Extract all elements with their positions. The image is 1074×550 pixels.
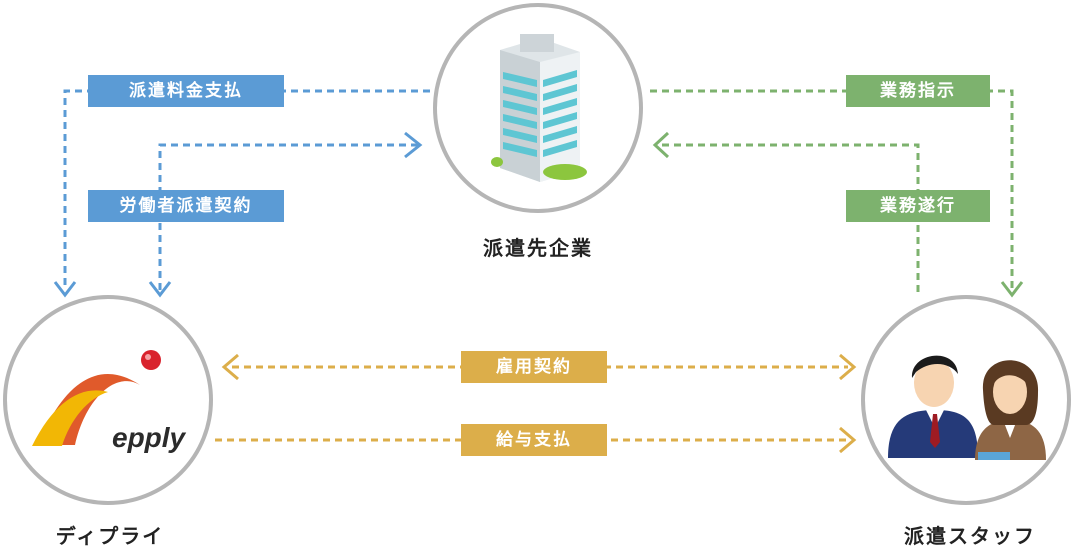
- staff-circle: [861, 295, 1071, 505]
- contract-arrow: [158, 143, 418, 290]
- fee-payment-tag: 派遣料金支払: [88, 75, 284, 107]
- dispatcher-label: ディプライ: [55, 524, 165, 548]
- salary-payment-tag: 給与支払: [461, 424, 607, 456]
- contract-arrowhead-down: [148, 281, 172, 298]
- logo-text: epply: [112, 422, 187, 453]
- company-label: 派遣先企業: [483, 236, 593, 260]
- work-instruction-arrow: [650, 89, 1014, 290]
- salary-arrowhead-right: [839, 426, 857, 454]
- worker-dispatch-contract-tag: 労働者派遣契約: [88, 190, 284, 222]
- employment-arrowhead-left: [221, 353, 239, 381]
- fee-payment-arrow: [63, 89, 430, 290]
- epply-logo: [32, 350, 161, 446]
- staff-illustration: [888, 355, 1046, 460]
- dispatcher-circle: [3, 295, 213, 505]
- work-instruction-tag: 業務指示: [846, 75, 990, 107]
- work-execution-tag: 業務遂行: [846, 190, 990, 222]
- employment-contract-tag: 雇用契約: [461, 351, 607, 383]
- work-instruction-arrowhead: [1000, 281, 1024, 298]
- work-execution-arrowhead: [652, 131, 670, 159]
- building-icon: [491, 34, 587, 182]
- fee-payment-arrowhead: [53, 281, 77, 298]
- staff-label: 派遣スタッフ: [904, 524, 1036, 548]
- employment-arrowhead-right: [839, 353, 857, 381]
- work-execution-arrow: [660, 143, 920, 292]
- contract-arrowhead-right: [404, 131, 423, 159]
